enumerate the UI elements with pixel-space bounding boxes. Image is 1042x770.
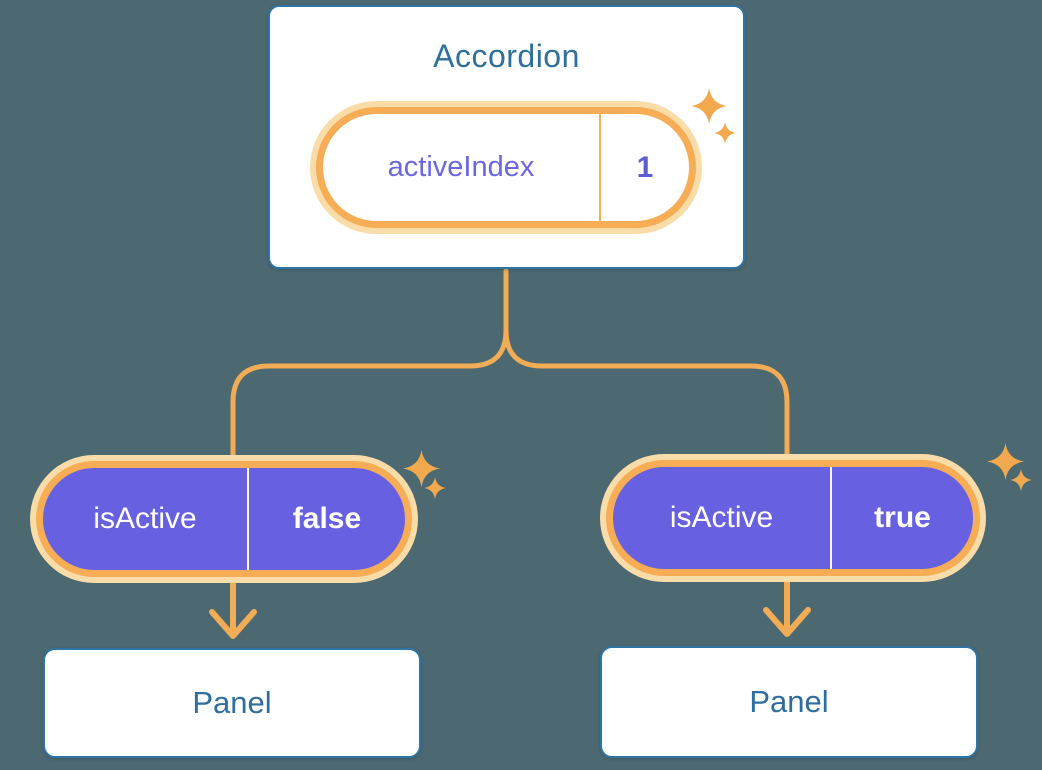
prop-pill-left-value: false (292, 502, 362, 535)
state-pill: activeIndex 1 (316, 107, 696, 228)
prop-pill-left-label: isActive (93, 502, 197, 535)
state-pill-divider (599, 114, 601, 221)
branch-line-left (230, 268, 509, 462)
state-pill-label: activeIndex (387, 151, 535, 183)
sparkle-icon (424, 477, 446, 499)
prop-pill-right-divider (830, 467, 832, 569)
panel-card-right: Panel (600, 646, 978, 758)
prop-pill-left-divider (247, 468, 249, 570)
panel-card-left: Panel (43, 648, 421, 758)
branch-line-right (503, 268, 790, 458)
arrow-left-head (209, 609, 257, 639)
state-pill-value: 1 (636, 150, 654, 184)
sparkle-icon (403, 450, 440, 487)
prop-pill-right: isActive true (606, 460, 980, 576)
prop-pill-right-label: isActive (669, 501, 774, 534)
sparkle-icon (1010, 469, 1032, 491)
panel-left-title: Panel (192, 685, 272, 720)
arrow-right-head (763, 607, 811, 637)
accordion-card: Accordion activeIndex 1 (268, 5, 745, 269)
prop-pill-right-value: true (874, 501, 931, 534)
accordion-title: Accordion (433, 38, 580, 74)
panel-right-title: Panel (749, 684, 829, 719)
sparkle-icon (987, 443, 1024, 480)
prop-pill-left: isActive false (36, 461, 412, 577)
